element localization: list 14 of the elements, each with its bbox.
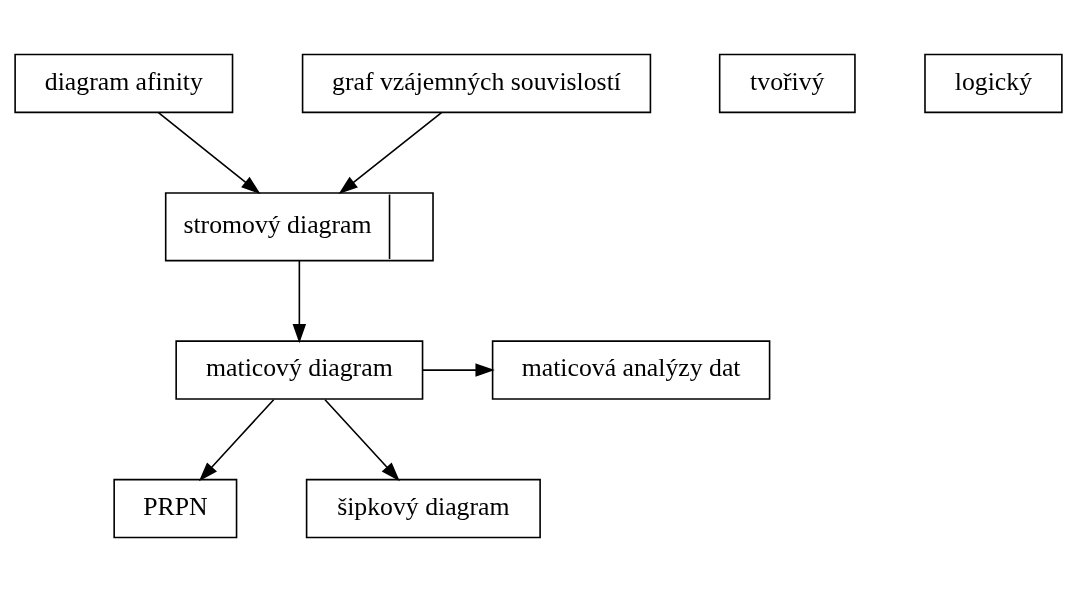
- node-box: šipkový diagram: [305, 478, 541, 539]
- node-box: logický: [924, 53, 1063, 114]
- node-box: diagram afinity: [14, 53, 234, 114]
- node-box: tvořivý: [718, 53, 856, 114]
- arrow: [157, 111, 261, 195]
- arrow: [324, 398, 400, 482]
- node-box: PRPN: [113, 478, 238, 539]
- arrow: [292, 260, 307, 344]
- node-box: graf vzájemných souvislostí: [301, 53, 652, 114]
- node-box: maticový diagram: [175, 340, 424, 400]
- arrow: [421, 363, 495, 377]
- node-box: maticová analýzy dat: [491, 340, 771, 400]
- arrow: [338, 111, 443, 195]
- arrow: [198, 398, 275, 482]
